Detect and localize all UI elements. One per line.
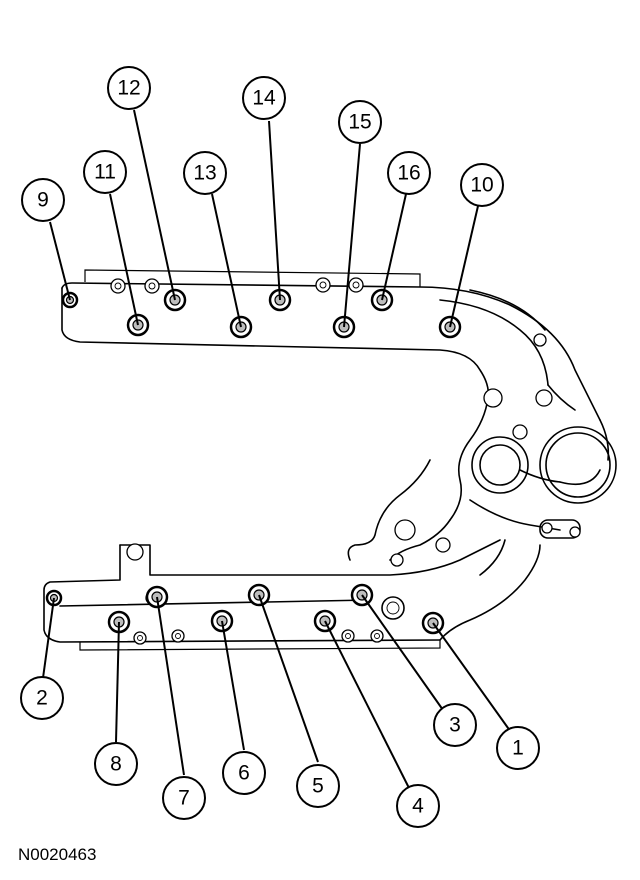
leader-10	[449, 205, 479, 328]
callout-14-label: 14	[252, 87, 276, 110]
leader-lines	[42, 109, 514, 791]
callout-8-label: 8	[110, 753, 122, 776]
callout-10: 10	[460, 163, 504, 207]
callout-10-label: 10	[470, 174, 493, 197]
callout-4: 4	[396, 784, 440, 828]
callout-3-label: 3	[449, 714, 461, 737]
leader-7	[156, 596, 185, 776]
callout-5: 5	[296, 764, 340, 808]
callout-1: 1	[496, 726, 540, 770]
leader-9	[49, 221, 71, 301]
leader-6	[221, 620, 245, 751]
callout-7: 7	[162, 776, 206, 820]
bolts	[45, 288, 462, 635]
callout-8: 8	[94, 742, 138, 786]
callout-9: 9	[21, 178, 65, 222]
leader-11	[109, 193, 139, 326]
callout-15-label: 15	[348, 111, 371, 134]
callout-6: 6	[222, 751, 266, 795]
leader-8	[115, 621, 120, 743]
callout-11-label: 11	[94, 161, 116, 184]
leader-1	[432, 622, 514, 736]
leader-2	[42, 597, 55, 679]
leader-5	[258, 594, 319, 763]
callout-13-label: 13	[193, 162, 216, 185]
callout-2-label: 2	[36, 687, 48, 710]
callout-13: 13	[183, 151, 227, 195]
callouts: 1 2 3 4 5 6 7 8 9 10 11 12 13 14 15 16	[20, 66, 540, 828]
lower-flange-holes	[133, 591, 384, 645]
callout-3: 3	[433, 703, 477, 747]
leader-16	[381, 193, 407, 301]
callout-1-label: 1	[512, 737, 524, 760]
callout-12: 12	[107, 66, 151, 110]
figure-reference-code: N0020463	[18, 845, 97, 864]
leader-14	[268, 120, 281, 301]
callout-7-label: 7	[178, 787, 190, 810]
callout-12-label: 12	[117, 77, 140, 100]
leader-3	[361, 594, 444, 711]
leader-13	[211, 193, 242, 328]
callout-6-label: 6	[238, 762, 250, 785]
callout-16: 16	[387, 151, 431, 195]
manifold-outline	[43, 269, 617, 651]
callout-4-label: 4	[412, 795, 424, 818]
callout-2: 2	[20, 676, 64, 720]
leader-4	[324, 620, 411, 791]
upper-flange-holes	[110, 277, 364, 294]
leader-12	[133, 109, 176, 301]
callout-16-label: 16	[397, 162, 420, 185]
callout-15: 15	[338, 100, 382, 144]
callout-5-label: 5	[312, 775, 324, 798]
callout-14: 14	[242, 76, 286, 120]
callout-11: 11	[83, 150, 127, 194]
leader-15	[343, 143, 361, 328]
callout-9-label: 9	[37, 189, 49, 212]
